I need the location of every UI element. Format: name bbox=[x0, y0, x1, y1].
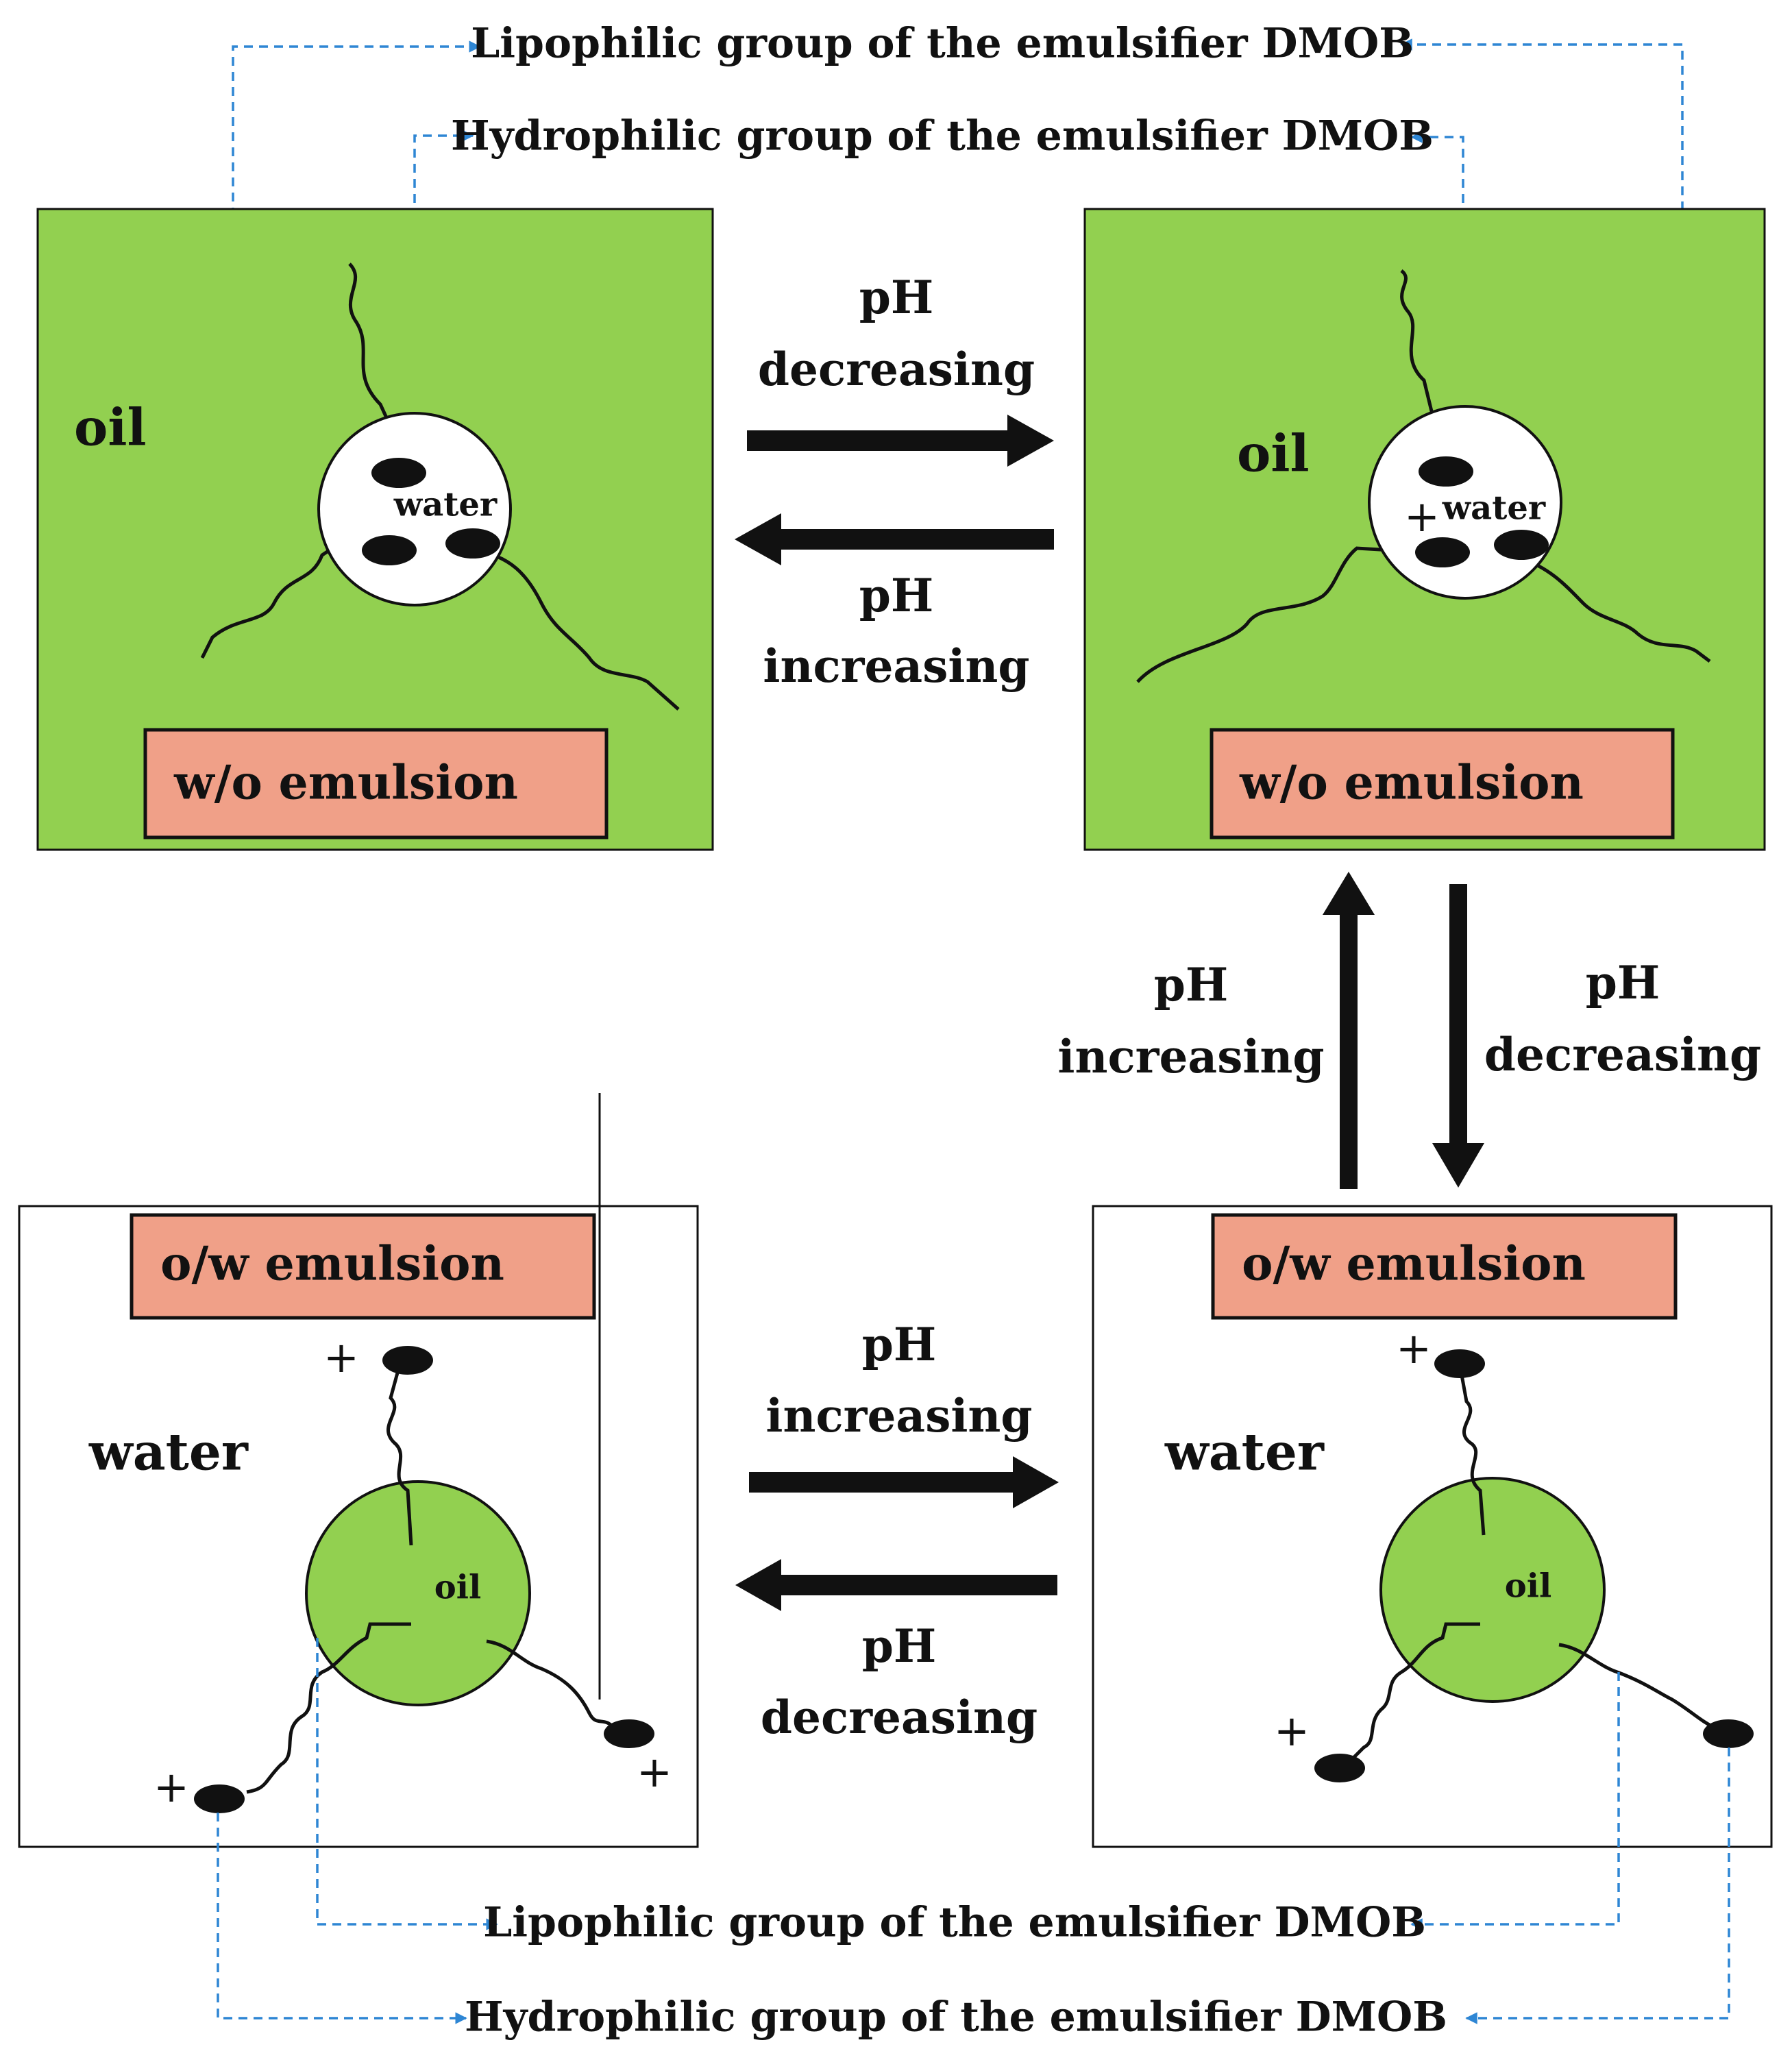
lipophilic-tail bbox=[486, 1639, 624, 1732]
lipophilic-tail bbox=[472, 548, 680, 711]
arrow-up bbox=[1323, 872, 1375, 1189]
hydrophilic-head bbox=[194, 1784, 245, 1813]
positive-charge-symbol: + bbox=[1396, 1323, 1432, 1373]
positive-charge-symbol: + bbox=[1274, 1706, 1310, 1756]
hydrophilic-head bbox=[362, 535, 417, 565]
hydrophilic-head bbox=[445, 528, 500, 559]
lipophilic-tail bbox=[1458, 1363, 1486, 1536]
positive-charge-symbol: + bbox=[637, 1747, 672, 1797]
lipophilic-tail bbox=[1558, 1643, 1721, 1732]
vertical-arrows: pH increasing pH decreasing bbox=[1057, 872, 1761, 1189]
lipophilic-tail bbox=[1521, 556, 1711, 663]
top-arrows: pH decreasing pH increasing bbox=[735, 271, 1054, 693]
emulsion-type-label: w/o emulsion bbox=[1239, 756, 1584, 811]
arrow-label-down-line1: pH bbox=[1586, 956, 1660, 1009]
emulsion-type-label: o/w emulsion bbox=[1242, 1237, 1586, 1292]
phase-label: oil bbox=[1237, 425, 1310, 484]
oil-droplet bbox=[305, 1480, 531, 1706]
top-callouts: Lipophilic group of the emulsifier DMOB … bbox=[232, 20, 1684, 648]
lipophilic-callout-line-top-left bbox=[232, 40, 481, 624]
lipophilic-callout-line-bottom-left bbox=[316, 1638, 498, 1930]
arrow-label-bottom-right-line2: increasing bbox=[765, 1389, 1032, 1443]
panel-top-left: oil water w/o emulsion bbox=[36, 208, 714, 851]
hydrophilic-head bbox=[371, 458, 426, 488]
arrow-down bbox=[1432, 884, 1484, 1188]
arrow-left-bottom bbox=[735, 1559, 1057, 1611]
phase-label: water bbox=[1164, 1423, 1325, 1482]
lipophilic-tail bbox=[1136, 546, 1416, 683]
arrow-label-top-right-line1: pH bbox=[859, 271, 934, 324]
phase-label: water bbox=[88, 1423, 249, 1482]
lipophilic-callout-line-bottom-right bbox=[1410, 1672, 1620, 1930]
hydrophilic-callout-line-bottom-left bbox=[217, 1813, 467, 2024]
arrow-label-down-line2: decreasing bbox=[1484, 1028, 1761, 1081]
emulsion-type-box bbox=[130, 1213, 596, 1320]
droplet-label: oil bbox=[434, 1569, 481, 1607]
arrow-right-top bbox=[747, 415, 1054, 467]
lipophilic-tail bbox=[386, 1360, 413, 1546]
hydrophilic-head bbox=[382, 1346, 433, 1375]
arrow-label-top-left-line2: increasing bbox=[763, 639, 1029, 693]
lipophilic-tail bbox=[348, 262, 413, 473]
arrow-label-bottom-left-line1: pH bbox=[862, 1619, 937, 1673]
hydrophilic-head bbox=[1314, 1754, 1365, 1782]
bottom-callouts: Lipophilic group of the emulsifier DMOB … bbox=[217, 1638, 1730, 2041]
arrow-label-bottom-right-line1: pH bbox=[862, 1318, 937, 1371]
hydrophilic-callout-line-bottom-right bbox=[1465, 1747, 1730, 2024]
panel-bottom-right: o/w emulsion water + + oil bbox=[1092, 1205, 1773, 1848]
arrow-label-up-line2: increasing bbox=[1057, 1030, 1324, 1083]
hydrophilic-head bbox=[604, 1719, 654, 1748]
bottom-arrows: pH increasing pH decreasing bbox=[735, 1318, 1059, 1744]
arrow-label-up-line1: pH bbox=[1154, 958, 1229, 1011]
positive-charge-symbol: + bbox=[1404, 491, 1440, 541]
panel-top-right: oil + water w/o emulsion bbox=[1083, 208, 1766, 851]
hydrophilic-head bbox=[1494, 530, 1549, 560]
positive-charge-symbol: + bbox=[323, 1332, 359, 1382]
droplet-label: oil bbox=[1505, 1567, 1551, 1606]
lipophilic-tail bbox=[246, 1622, 411, 1794]
lipophilic-tail bbox=[200, 546, 405, 659]
emulsion-type-box bbox=[1210, 728, 1675, 839]
panel-bottom-left: o/w emulsion water + + + oil bbox=[18, 1093, 699, 1848]
lipophilic-caption-top: Lipophilic group of the emulsifier DMOB bbox=[471, 20, 1414, 68]
arrow-right-bottom bbox=[749, 1456, 1059, 1508]
droplet-label: water bbox=[393, 486, 498, 524]
arrow-label-bottom-left-line2: decreasing bbox=[761, 1691, 1038, 1744]
hydrophilic-head bbox=[1415, 537, 1470, 567]
hydrophilic-caption-bottom: Hydrophilic group of the emulsifier DMOB bbox=[465, 1993, 1447, 2041]
lipophilic-tail bbox=[1400, 269, 1447, 465]
emulsion-type-label: w/o emulsion bbox=[173, 756, 518, 811]
hydrophilic-head bbox=[1419, 456, 1473, 487]
emulsion-type-label: o/w emulsion bbox=[160, 1237, 504, 1292]
lipophilic-caption-bottom: Lipophilic group of the emulsifier DMOB bbox=[483, 1899, 1426, 1947]
emulsion-type-box bbox=[143, 728, 609, 839]
lipophilic-tail bbox=[1345, 1622, 1480, 1766]
arrow-label-top-right-line2: decreasing bbox=[758, 343, 1035, 396]
hydrophilic-head bbox=[1434, 1349, 1485, 1378]
droplet-label: water bbox=[1442, 489, 1546, 528]
hydrophilic-caption-top: Hydrophilic group of the emulsifier DMOB bbox=[451, 112, 1434, 160]
hydrophilic-head bbox=[1703, 1719, 1754, 1748]
phase-label: oil bbox=[74, 399, 147, 458]
positive-charge-symbol: + bbox=[154, 1762, 189, 1812]
arrow-left-top bbox=[735, 513, 1054, 565]
arrow-label-top-left-line1: pH bbox=[859, 569, 934, 622]
emulsion-type-box bbox=[1211, 1213, 1678, 1320]
oil-droplet bbox=[1379, 1477, 1606, 1703]
